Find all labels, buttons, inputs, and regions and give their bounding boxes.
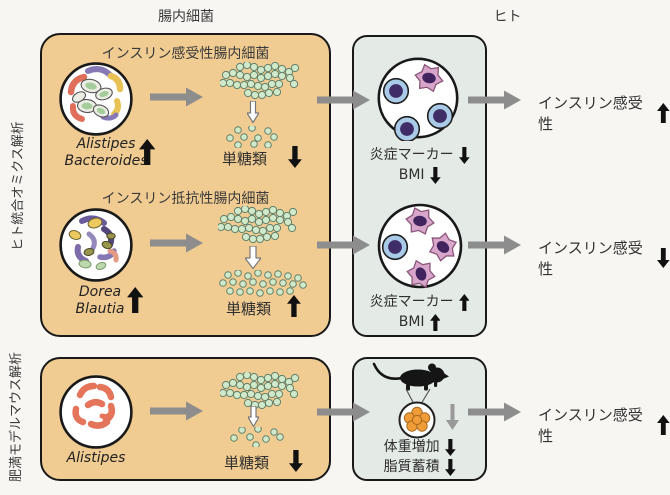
alistipes-icon (59, 375, 133, 449)
section-label-human-omics: ヒト統合オミクス解析 (11, 121, 26, 251)
insulin-resistant-title: インスリン抵抗性腸内細菌 (101, 191, 270, 207)
flow-arrow-icon (468, 401, 522, 423)
mouse-fat-icon (372, 362, 459, 439)
flow-arrow-icon (150, 400, 204, 422)
sugar-label: 単糖類 (226, 300, 272, 318)
monosaccharide-dots-icon (230, 427, 284, 447)
monosaccharide-dots-icon (226, 126, 278, 148)
inflammation-label: 炎症マーカー (369, 147, 454, 163)
sugar-label: 単糖類 (222, 150, 268, 168)
trend-arrow-icon (458, 293, 470, 311)
bacteria-mix-icon-2 (59, 208, 133, 282)
polysaccharide-chain-icon (220, 62, 300, 100)
bacteria-mix-icon-1 (59, 62, 133, 136)
human-markers-block: 炎症マーカー BMI (352, 146, 487, 184)
trend-arrow-icon (288, 146, 302, 168)
human-markers-block: 炎症マーカー BMI (352, 293, 487, 331)
trend-arrow-icon (127, 287, 144, 313)
weight-label: 体重増加 (383, 439, 440, 455)
flow-arrow-icon (317, 89, 371, 111)
bmi-label: BMI (398, 314, 425, 330)
trend-arrow-icon (444, 438, 456, 456)
trend-arrow-icon (657, 248, 670, 268)
lipid-label: 脂質蓄積 (383, 459, 440, 475)
breakdown-arrow-icon (245, 246, 261, 269)
outcome-label: インスリン感受性 (538, 94, 643, 133)
insulin-sensitive-title: インスリン感受性腸内細菌 (101, 46, 270, 62)
trend-arrow-icon (139, 139, 156, 165)
outcome-row2: インスリン感受性 (538, 237, 670, 279)
fat-trend-arrow (446, 404, 459, 430)
flow-arrow-icon (468, 234, 522, 256)
trend-arrow-icon (429, 166, 441, 184)
outcome-row1: インスリン感受性 (538, 92, 670, 134)
outcome-row3: インスリン感受性 (538, 404, 670, 446)
polysaccharide-chain-icon (218, 206, 298, 244)
mouse-tail (372, 362, 404, 380)
trend-arrow-icon (289, 450, 303, 472)
column-label-gut-bacteria: 腸内細菌 (158, 9, 214, 25)
bacteria-name-line1: Alistipes (66, 450, 126, 466)
bacteria-name-line2: Blautia (75, 300, 125, 317)
trend-arrow-icon (429, 313, 441, 331)
trend-arrow-icon (444, 458, 456, 476)
flow-arrow-icon (468, 89, 522, 111)
bacteria-name: Dorea Blautia (50, 284, 150, 317)
inflammation-label: 炎症マーカー (369, 294, 454, 310)
polysaccharide-chain-icon (220, 372, 300, 410)
sugar-label: 単糖類 (224, 454, 270, 472)
outcome-label: インスリン感受性 (538, 406, 643, 445)
flow-arrow-icon (317, 234, 371, 256)
flow-arrow-icon (150, 86, 204, 108)
bacteria-name: Alistipes Bacteroides (56, 136, 156, 169)
bacteria-name-line2: Bacteroides (64, 152, 148, 169)
trend-arrow-icon (657, 103, 670, 123)
column-label-human: ヒト (493, 9, 522, 25)
trend-arrow-icon (657, 415, 670, 435)
flow-arrow-icon (150, 232, 204, 254)
monosaccharide-dots-icon (219, 270, 307, 297)
bmi-label: BMI (398, 167, 425, 183)
trend-arrow-icon (458, 146, 470, 164)
bacteria-name-line1: Dorea (78, 284, 122, 300)
breakdown-arrow-icon (248, 406, 259, 427)
trend-arrow-icon (287, 295, 301, 317)
mouse-markers-block: 体重増加 脂質蓄積 (352, 438, 487, 476)
flow-arrow-icon (317, 401, 371, 423)
section-label-mouse-model: 肥満モデルマウス解析 (9, 352, 24, 483)
breakdown-arrow-icon (247, 101, 259, 123)
bacteria-name-line1: Alistipes (76, 136, 136, 152)
immune-cells-icon-2 (377, 203, 463, 289)
bacteria-name: Alistipes (46, 450, 146, 467)
immune-cells-icon-1 (377, 57, 459, 141)
outcome-label: インスリン感受性 (538, 239, 643, 278)
